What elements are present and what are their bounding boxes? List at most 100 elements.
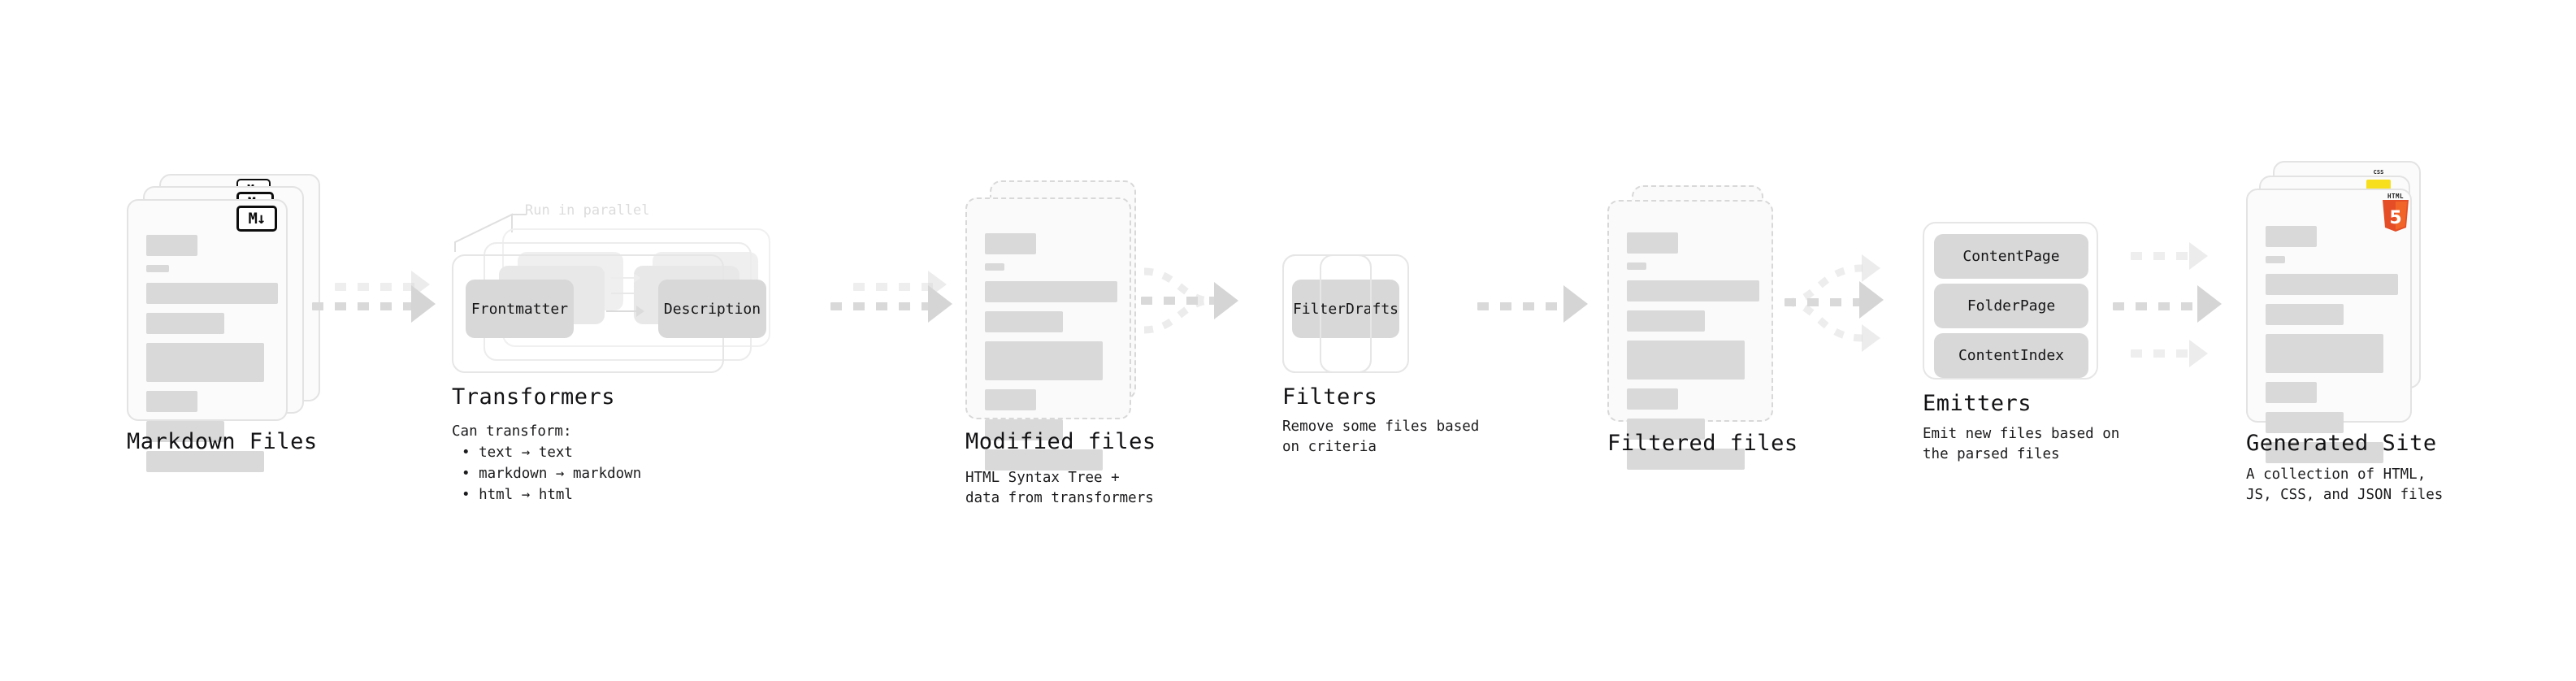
arrow-dashes xyxy=(2113,302,2202,310)
arrow-dashes xyxy=(2131,252,2194,260)
content-line xyxy=(146,451,264,472)
stage-title-filters: Filters xyxy=(1282,384,1378,410)
document-content-lines xyxy=(2248,190,2410,472)
stage-subtitle-filters: Remove some files based on criteria xyxy=(1282,419,1480,455)
node-label: Frontmatter xyxy=(471,300,569,318)
content-line xyxy=(1627,340,1745,380)
arrow-dashes xyxy=(1477,302,1568,310)
arrow-head xyxy=(1214,282,1238,319)
content-line xyxy=(985,263,1004,271)
stage-title-generated-site: Generated Site xyxy=(2246,431,2437,456)
stage-title-emitters: Emitters xyxy=(1923,391,2032,416)
content-line xyxy=(1627,419,1705,440)
arrow-head xyxy=(1563,285,1588,323)
content-line xyxy=(146,265,169,272)
content-line xyxy=(146,421,224,442)
node-label: ContentPage xyxy=(1962,248,2060,265)
content-line xyxy=(146,391,197,412)
content-line xyxy=(2266,334,2383,373)
stage-subtitle-modified-files: HTML Syntax Tree + data from transformer… xyxy=(965,470,1154,506)
content-line xyxy=(146,283,278,304)
markdown-icon-glyph: M↓ xyxy=(248,210,267,228)
document-content-lines xyxy=(1609,202,1772,479)
content-line xyxy=(1627,280,1759,301)
content-line xyxy=(2266,304,2344,325)
html5-icon: HTML 5 xyxy=(2381,193,2410,232)
content-line xyxy=(985,311,1063,332)
content-line xyxy=(146,235,197,256)
stage-title-markdown-files: Markdown Files xyxy=(127,429,318,454)
content-line xyxy=(985,389,1036,410)
arrow-dashes xyxy=(1141,297,1219,305)
content-line xyxy=(2266,412,2344,433)
arrow-dashes xyxy=(1785,298,1864,306)
site-card-front xyxy=(2246,189,2412,463)
content-line xyxy=(146,343,264,382)
node-label: FilterDrafts xyxy=(1292,300,1399,318)
markdown-card-front xyxy=(127,199,288,472)
content-line xyxy=(2266,382,2317,403)
run-in-parallel-bracket xyxy=(454,213,527,252)
transformer-bullet-1: • markdown → markdown xyxy=(462,466,642,482)
html5-icon-digit: 5 xyxy=(2389,208,2401,228)
arrow-dashes xyxy=(312,302,416,310)
content-line xyxy=(985,281,1117,302)
stage-subtitle-emitters: Emit new files based on the parsed files xyxy=(1923,426,2120,462)
fan-out-curves xyxy=(1785,264,1863,342)
stage-title-modified-files: Modified files xyxy=(965,429,1156,454)
html5-icon-label: HTML xyxy=(2387,193,2405,200)
arrow-head xyxy=(2189,242,2208,270)
arrow-dashes xyxy=(2131,349,2194,358)
filter-node-filterdrafts[interactable]: FilterDrafts xyxy=(1292,280,1399,338)
arrow-head-bottom xyxy=(1862,324,1880,352)
content-line xyxy=(2266,274,2398,295)
arrow-dashes xyxy=(853,283,933,291)
arrow-head xyxy=(1859,281,1884,319)
arrow-head-top xyxy=(1862,254,1880,282)
content-line xyxy=(146,313,224,334)
document-content-lines xyxy=(967,199,1130,479)
stage-title-transformers: Transformers xyxy=(452,384,616,410)
content-line xyxy=(985,233,1036,254)
emitter-node-contentpage[interactable]: ContentPage xyxy=(1934,234,2088,279)
run-in-parallel-label: Run in parallel xyxy=(525,202,650,219)
stage-subtitle-generated-site: A collection of HTML, JS, CSS, and JSON … xyxy=(2246,466,2444,503)
content-line xyxy=(1627,388,1678,410)
transformer-node-description[interactable]: Description xyxy=(658,280,766,338)
fan-in-curves xyxy=(1143,267,1212,334)
node-label: ContentIndex xyxy=(1958,347,2065,364)
stage-subtitle-transformers: Can transform: xyxy=(452,423,572,440)
emitter-node-contentindex[interactable]: ContentIndex xyxy=(1934,333,2088,378)
modified-card-front xyxy=(965,197,1131,471)
content-line xyxy=(1627,449,1745,470)
transformer-bullet-2: • html → html xyxy=(462,487,573,503)
filters-panel-right xyxy=(1320,254,1409,373)
node-label: FolderPage xyxy=(1967,297,2056,314)
emitter-node-folderpage[interactable]: FolderPage xyxy=(1934,284,2088,328)
transformer-bullet-0: • text → text xyxy=(462,445,573,461)
content-line xyxy=(2266,226,2317,247)
markdown-icon: M↓ xyxy=(236,206,277,232)
content-line xyxy=(2266,256,2285,263)
content-line xyxy=(1627,310,1705,332)
arrow-head xyxy=(411,285,436,323)
node-label: Description xyxy=(663,300,761,318)
content-line xyxy=(2266,442,2383,463)
arrow-dashes xyxy=(335,283,416,291)
filtered-card-front xyxy=(1607,200,1773,470)
arrow-dashes xyxy=(830,302,933,310)
transformer-inner-arrows xyxy=(606,273,644,317)
content-line xyxy=(985,419,1063,440)
document-content-lines xyxy=(128,201,286,481)
arrow-head xyxy=(2189,340,2208,367)
html5-icon-shield: 5 xyxy=(2383,200,2409,232)
content-line xyxy=(1627,232,1678,254)
content-line xyxy=(985,341,1103,380)
arrow-head xyxy=(928,285,952,323)
arrow-head xyxy=(2197,285,2222,323)
transformer-node-frontmatter[interactable]: Frontmatter xyxy=(466,280,574,338)
content-line xyxy=(1627,262,1646,270)
content-line xyxy=(985,449,1103,471)
css3-icon-label: CSS xyxy=(2373,169,2384,176)
